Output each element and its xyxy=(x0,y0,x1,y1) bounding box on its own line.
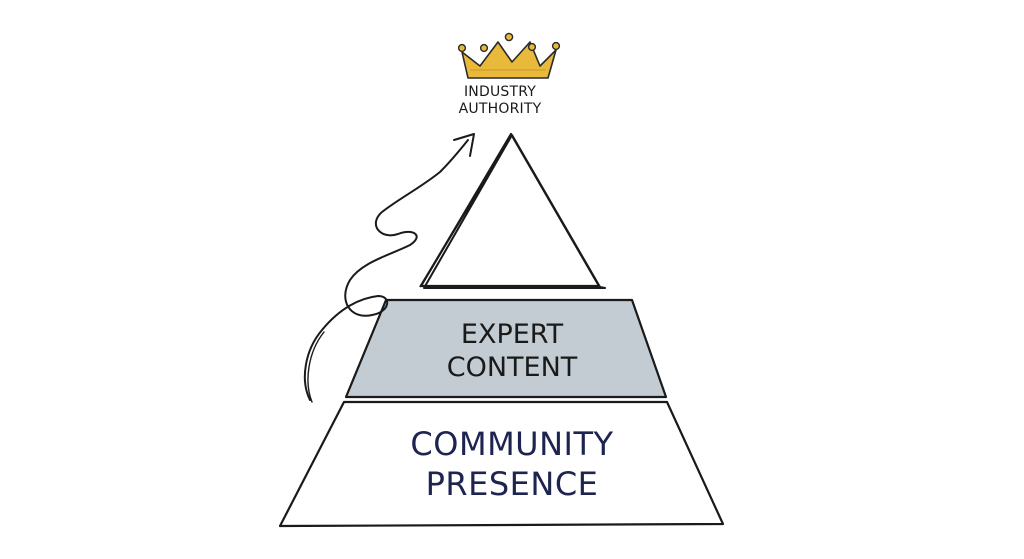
tier-middle-label: EXPERT CONTENT xyxy=(392,318,632,384)
tier-middle-fill xyxy=(346,300,666,398)
tier-bottom-label: COMMUNITY PRESENCE xyxy=(352,424,672,504)
tier-middle-line-1: EXPERT xyxy=(460,319,564,350)
tier-bottom-outline xyxy=(278,400,725,528)
curly-arrow-icon xyxy=(303,133,475,403)
top-label: INDUSTRY AUTHORITY xyxy=(430,84,570,118)
tier-bottom-line-2: PRESENCE xyxy=(425,465,599,503)
crown-icon xyxy=(457,32,561,79)
top-label-line-1: INDUSTRY xyxy=(463,84,537,100)
tier-middle-line-2: CONTENT xyxy=(446,352,578,383)
pyramid-outline xyxy=(419,134,606,289)
top-label-line-2: AUTHORITY xyxy=(458,101,542,117)
tier-bottom-line-1: COMMUNITY xyxy=(410,425,614,463)
tier-middle-outline xyxy=(344,298,668,399)
tier-top-outline xyxy=(419,132,601,288)
